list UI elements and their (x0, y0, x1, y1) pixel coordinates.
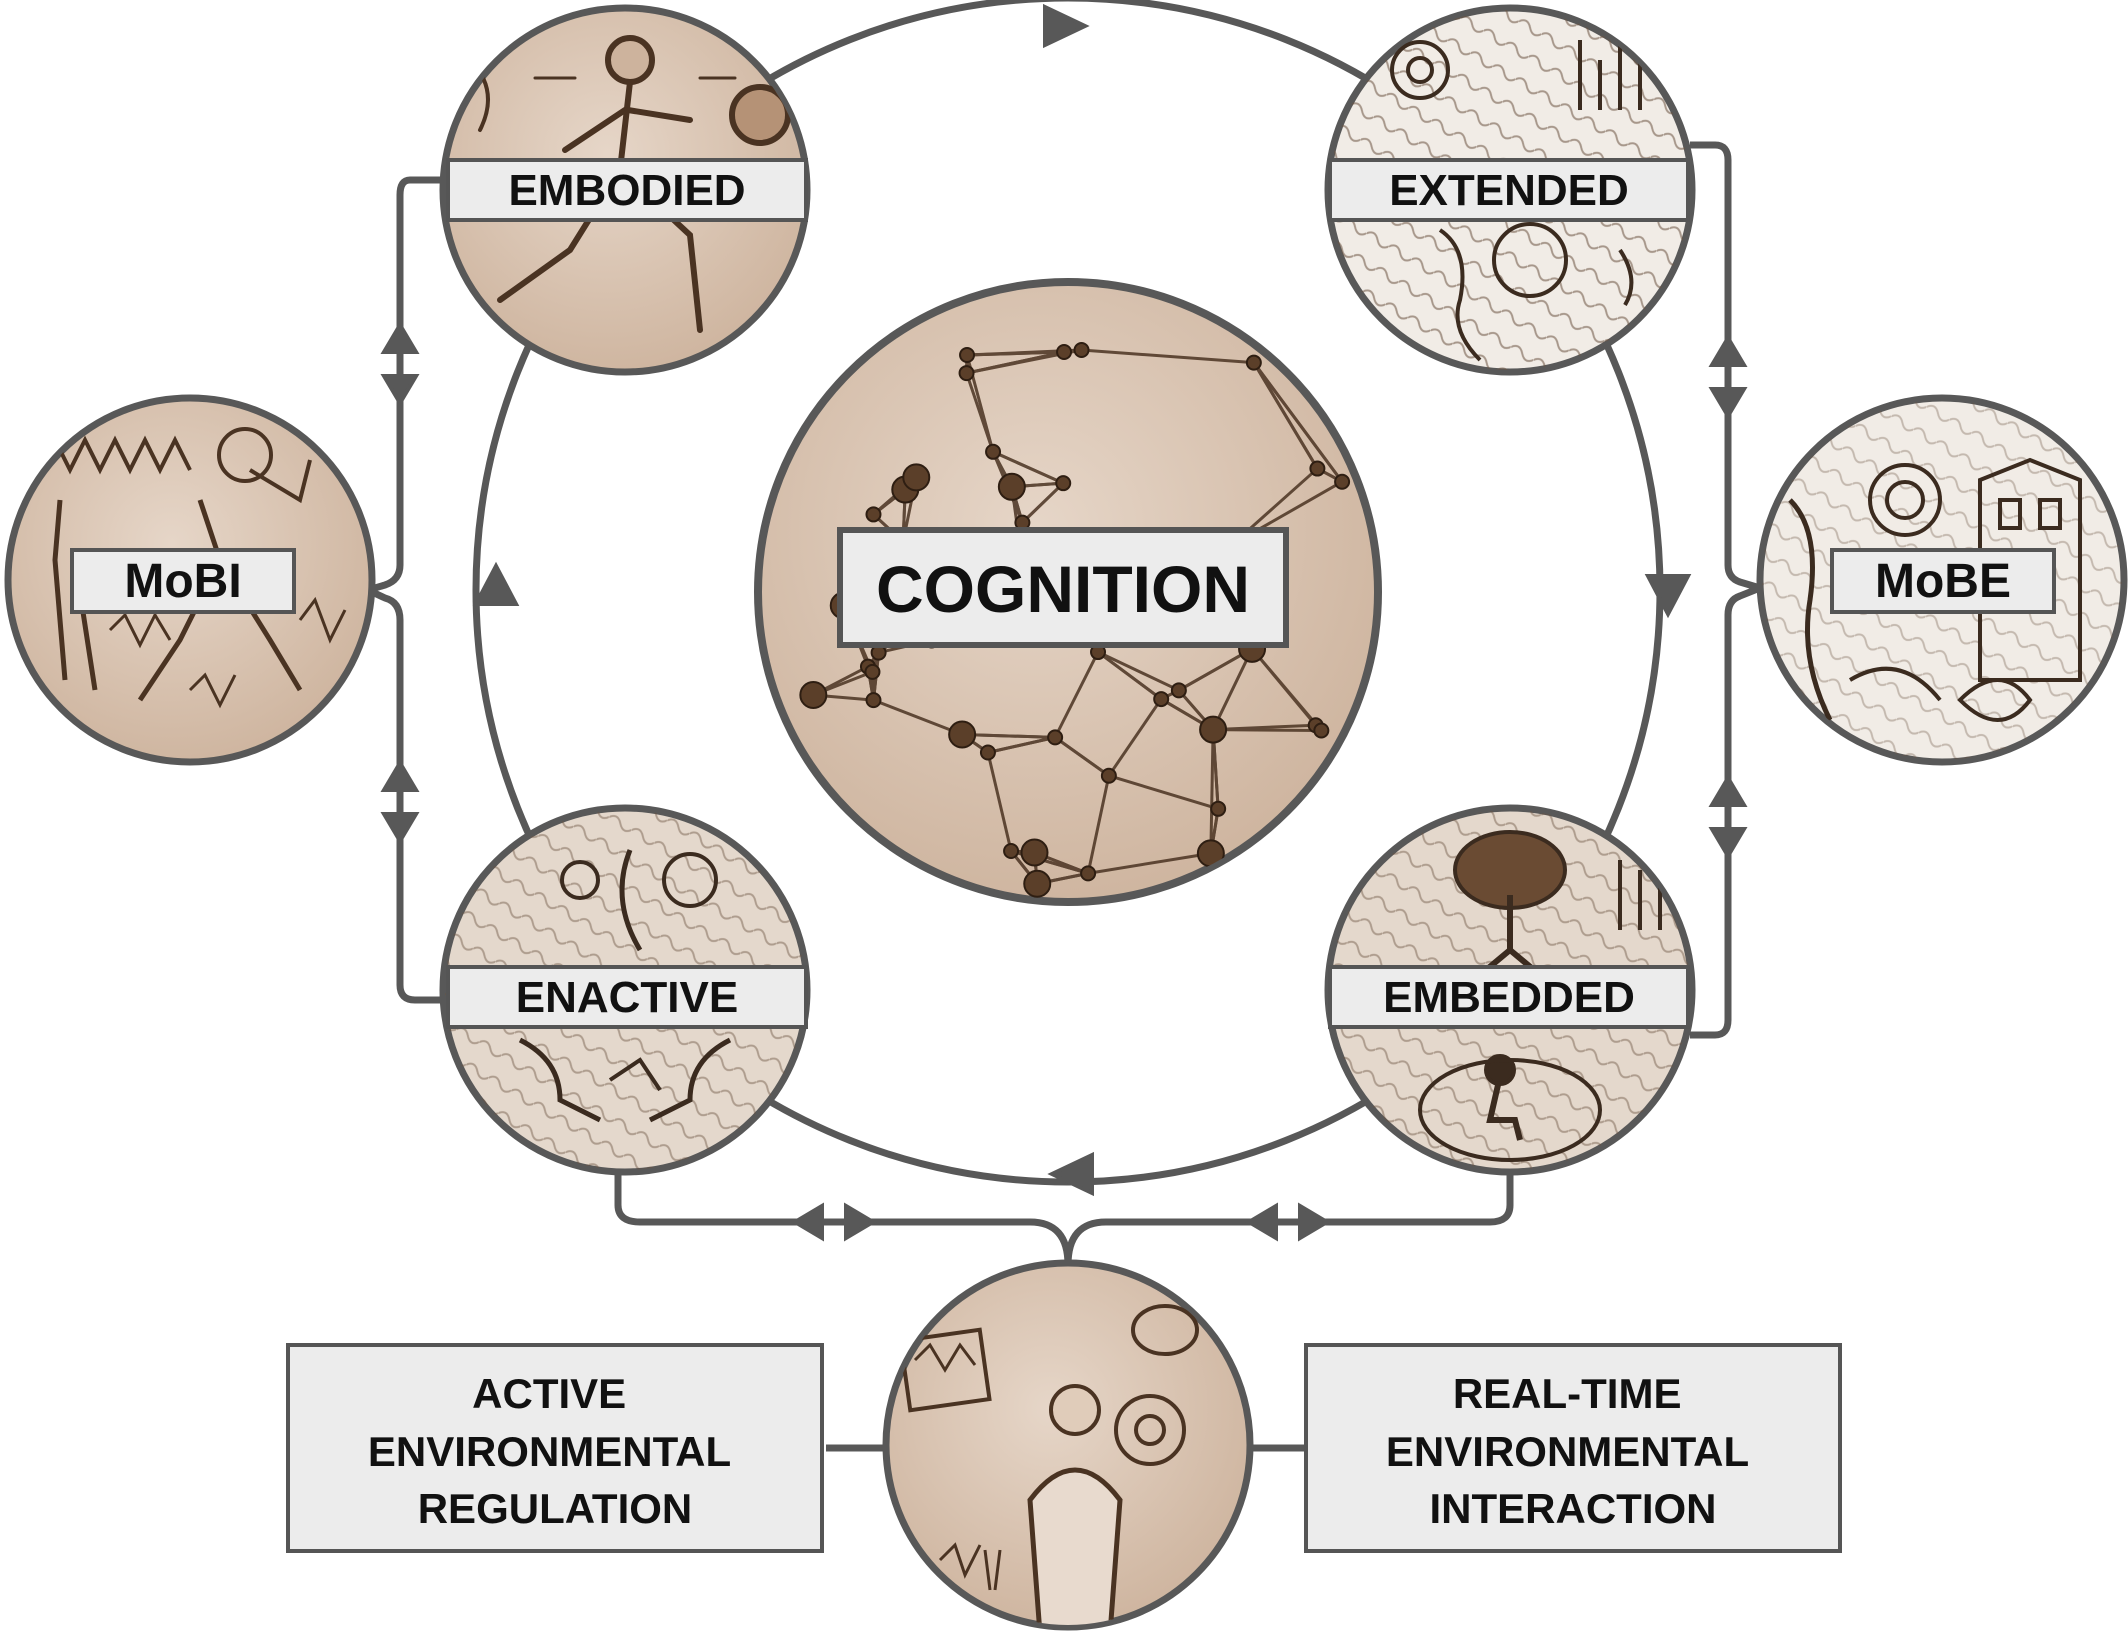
ring-arrow-bottom (1047, 1151, 1094, 1197)
right-bracket-arrows-top (1708, 334, 1748, 420)
mobe-node: MoBE (1756, 394, 2128, 766)
bottom-left-line-2: ENVIRONMENTAL (368, 1428, 731, 1475)
cognition-label-box (837, 527, 1289, 648)
enactive-node: ENACTIVE (439, 804, 811, 1176)
embodied-label: EMBODIED (508, 166, 745, 215)
mobe-label: MoBE (1875, 555, 2011, 608)
extended-label: EXTENDED (1389, 166, 1629, 215)
right-bracket-arrows-bottom (1708, 774, 1748, 860)
bottom-node (882, 1259, 1254, 1631)
bottom-arrows-right (1245, 1202, 1331, 1242)
embodied-label-box (446, 158, 808, 222)
bottom-right-line-2: ENVIRONMENTAL (1386, 1428, 1749, 1475)
enactive-label: ENACTIVE (516, 973, 738, 1022)
embedded-node: EMBEDDED (1324, 804, 1696, 1176)
cognition-label: COGNITION (876, 552, 1250, 626)
real-time-environmental-interaction-box: REAL-TIME ENVIRONMENTAL INTERACTION (1304, 1343, 1842, 1553)
bottom-arrows-left (791, 1202, 877, 1242)
mobi-label: MoBI (124, 555, 241, 608)
left-bracket-arrows-bottom (380, 759, 420, 845)
left-bracket-line (358, 176, 445, 1004)
ring-arrow-left (472, 561, 520, 606)
embedded-label-box (1328, 965, 1690, 1029)
active-environmental-regulation-box: ACTIVE ENVIRONMENTAL REGULATION (286, 1343, 824, 1553)
right-bracket-line (1690, 141, 1771, 1039)
bottom-left-line-3: REGULATION (418, 1485, 693, 1532)
mobi-label-box (70, 548, 296, 614)
cognition-node: COGNITION (754, 278, 1382, 906)
bottom-right-line-1: REAL-TIME (1453, 1370, 1682, 1417)
embodied-node: EMBODIED (439, 4, 811, 376)
extended-node: EXTENDED (1324, 4, 1696, 376)
embedded-label: EMBEDDED (1383, 973, 1635, 1022)
svg-text:ACTIVE ENVIRONMENTAL: ACTIVE ENVIRONMENTAL REGULATION (368, 1370, 742, 1532)
bottom-bracket-line (614, 1172, 1514, 1266)
mobi-node: MoBI (4, 394, 376, 766)
mobe-label-box (1830, 548, 2056, 614)
bottom-right-line-3: INTERACTION (1430, 1485, 1717, 1532)
bottom-left-line-1: ACTIVE (472, 1370, 626, 1417)
left-bracket-arrows-top (380, 321, 420, 407)
arrowheads (380, 3, 1748, 1242)
ring-arrow-right (1644, 574, 1692, 619)
extended-label-box (1328, 158, 1690, 222)
enactive-label-box (446, 965, 808, 1029)
svg-text:REAL-TIME ENVIRONMENTAL: REAL-TIME ENVIRONMENTAL INTERACTION (1386, 1370, 1760, 1532)
ring-arrow-top (1043, 3, 1090, 49)
person-with-lab-equipment-icon (898, 1304, 1199, 1625)
